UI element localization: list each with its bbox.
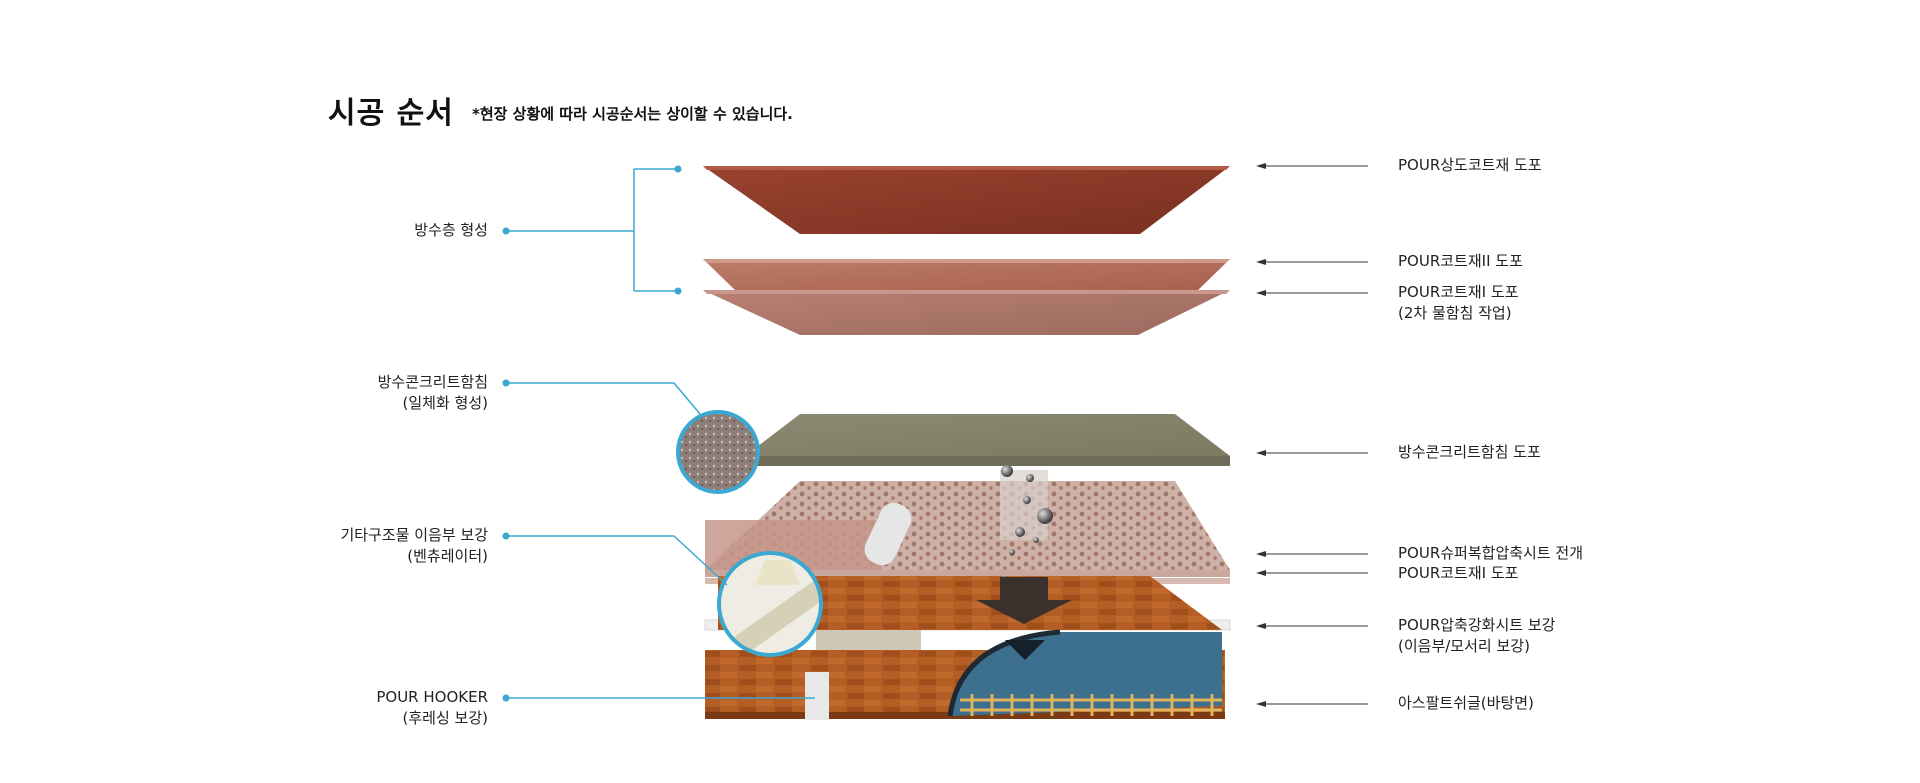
topcoat-layer — [703, 166, 1230, 234]
page-title: 시공 순서 — [328, 96, 454, 131]
composite-sheet-layer — [705, 481, 1230, 577]
left-leader-lines — [502, 165, 815, 702]
down-arrow-icon — [976, 577, 1072, 660]
concrete-detail-circle — [676, 410, 760, 494]
ventilator-detail-circle — [717, 551, 823, 657]
asphalt-base-layer — [705, 576, 1225, 720]
left-label-waterproof-layer: 방수층 형성 — [414, 221, 488, 239]
right-label-asphalt-shingle: 아스팔트쉬글(바탕면) — [1398, 694, 1534, 712]
right-pointer-lines — [1256, 163, 1368, 707]
right-label-concrete-coat: 방수콘크리트함침 도포 — [1398, 443, 1541, 461]
right-label-topcoat: POUR상도코트재 도포 — [1398, 156, 1542, 174]
right-label-coat2: POUR코트재II 도포 — [1398, 252, 1523, 270]
right-label-coat1: POUR코트재I 도포 (2차 물함침 작업) — [1398, 283, 1519, 322]
right-label-composite-sheet: POUR슈퍼복합압축시트 전개 — [1398, 544, 1584, 562]
left-label-pour-hooker: POUR HOOKER (후레싱 보강) — [376, 688, 488, 727]
coat1-layer — [703, 290, 1230, 335]
left-label-joint-reinforcement: 기타구조물 이음부 보강 (벤츄레이터) — [340, 526, 488, 565]
coat2-layer — [703, 259, 1230, 292]
right-label-reinforce-sheet: POUR압축강화시트 보강 (이음부/모서리 보강) — [1398, 616, 1556, 655]
right-label-coat1-thin: POUR코트재I 도포 — [1398, 564, 1519, 582]
left-label-concrete-impregnation: 방수콘크리트함침 (일체화 형성) — [377, 373, 488, 412]
construction-note: *현장 상황에 따라 시공순서는 상이할 수 있습니다. — [472, 105, 793, 123]
concrete-layer — [745, 414, 1230, 466]
